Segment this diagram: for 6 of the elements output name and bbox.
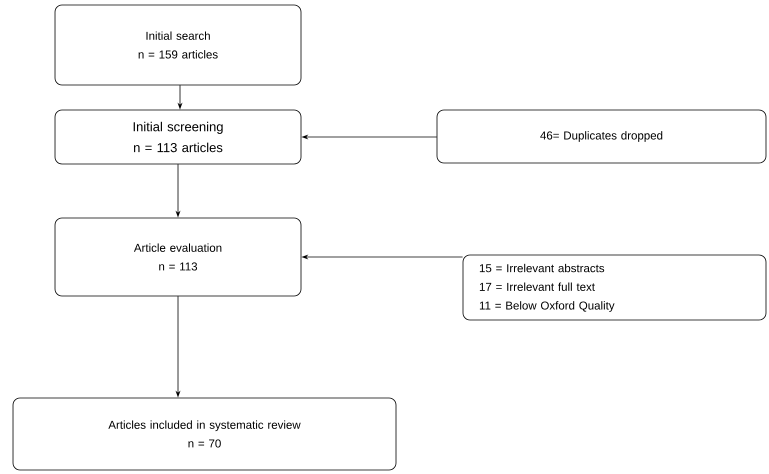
process-box: Articles included in systematic review n = 70 — [12, 398, 396, 470]
process-box: 46= Duplicates dropped — [436, 110, 766, 164]
process-box: Initial screening n = 113 articles — [54, 110, 302, 164]
process-box: 15 = Irrelevant abstracts 17 = Irrelevant full text 11 = Below Oxford Quality — [462, 254, 766, 320]
process-box: Article evaluation n = 113 — [54, 218, 302, 296]
process-box: Initial search n = 159 articles — [54, 4, 302, 86]
